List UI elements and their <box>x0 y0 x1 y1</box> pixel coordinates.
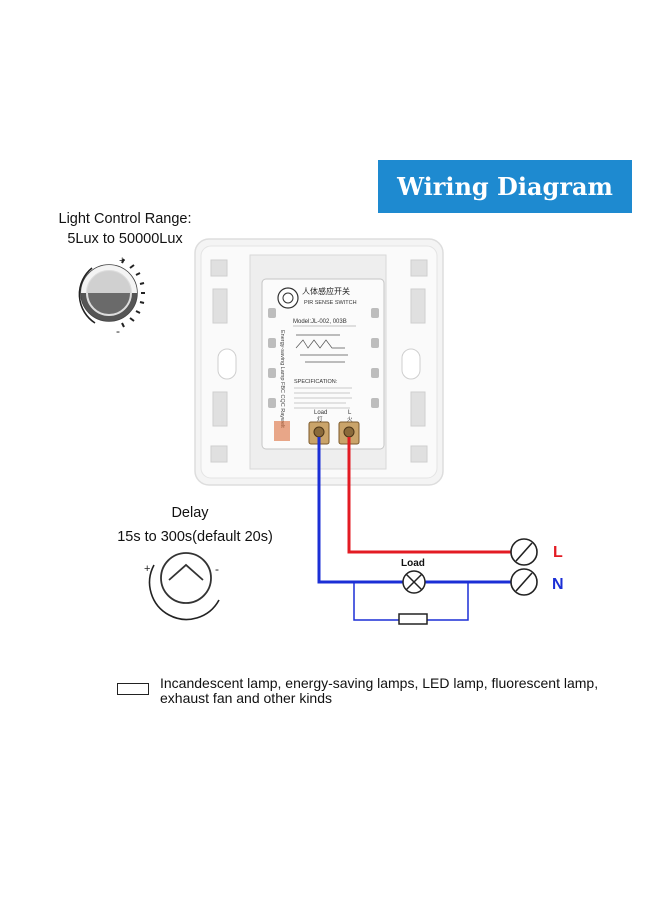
module-side-text: Energy-saving Lamp FBC CQC Raywelt <box>279 330 285 428</box>
legend-text: Incandescent lamp, energy-saving lamps, … <box>160 675 599 706</box>
mounting-holes <box>217 348 421 380</box>
module-adjust-knob <box>274 421 290 441</box>
light-control-plus: + <box>119 255 125 267</box>
light-control-minus: - <box>116 324 120 338</box>
light-control-label-line1: Light Control Range: <box>58 211 192 227</box>
terminal-load-label: Load <box>314 410 327 416</box>
resistor-legend-icon <box>117 683 149 695</box>
live-wire <box>347 437 512 554</box>
title-text: Wiring Diagram <box>397 172 613 201</box>
light-control-label-line2: 5Lux to 50000Lux <box>67 231 183 247</box>
delay-title: Delay <box>171 505 209 521</box>
load-lamp-icon <box>402 570 426 594</box>
resistor-icon <box>398 613 428 625</box>
line-label: L <box>553 544 563 561</box>
delay-minus: - <box>215 562 219 576</box>
module-english-name: PIR SENSE SWITCH <box>304 300 357 306</box>
terminal-line-label: L <box>348 410 352 416</box>
title-banner: Wiring Diagram <box>378 160 632 213</box>
load-label: Load <box>401 558 425 569</box>
neutral-terminal-icon <box>510 568 538 596</box>
module-chinese-name: 人体感应开关 <box>302 286 350 296</box>
wiring-lines <box>317 437 512 625</box>
module-spec-title: SPECIFICATION: <box>294 379 338 385</box>
module-model: Model:JL-002, 003B <box>293 319 347 325</box>
delay-range: 15s to 300s(default 20s) <box>117 529 273 545</box>
neutral-label: N <box>552 576 564 593</box>
delay-plus: + <box>144 563 150 575</box>
line-terminal-icon <box>510 538 538 566</box>
light-control-dial-icon: + - <box>78 255 145 338</box>
neutral-wire <box>317 437 512 584</box>
brand-logo-icon <box>277 287 299 309</box>
light-control-label: Light Control Range: 5Lux to 50000Lux <box>40 209 210 249</box>
terminal-line-cn: 火 <box>347 417 353 423</box>
delay-dial-icon: + - <box>144 552 220 621</box>
sensor-module: 人体感应开关 PIR SENSE SWITCH Model:JL-002, 00… <box>261 278 385 450</box>
module-schematic-icon <box>295 334 348 363</box>
terminal-load-cn: 灯 <box>317 415 323 423</box>
